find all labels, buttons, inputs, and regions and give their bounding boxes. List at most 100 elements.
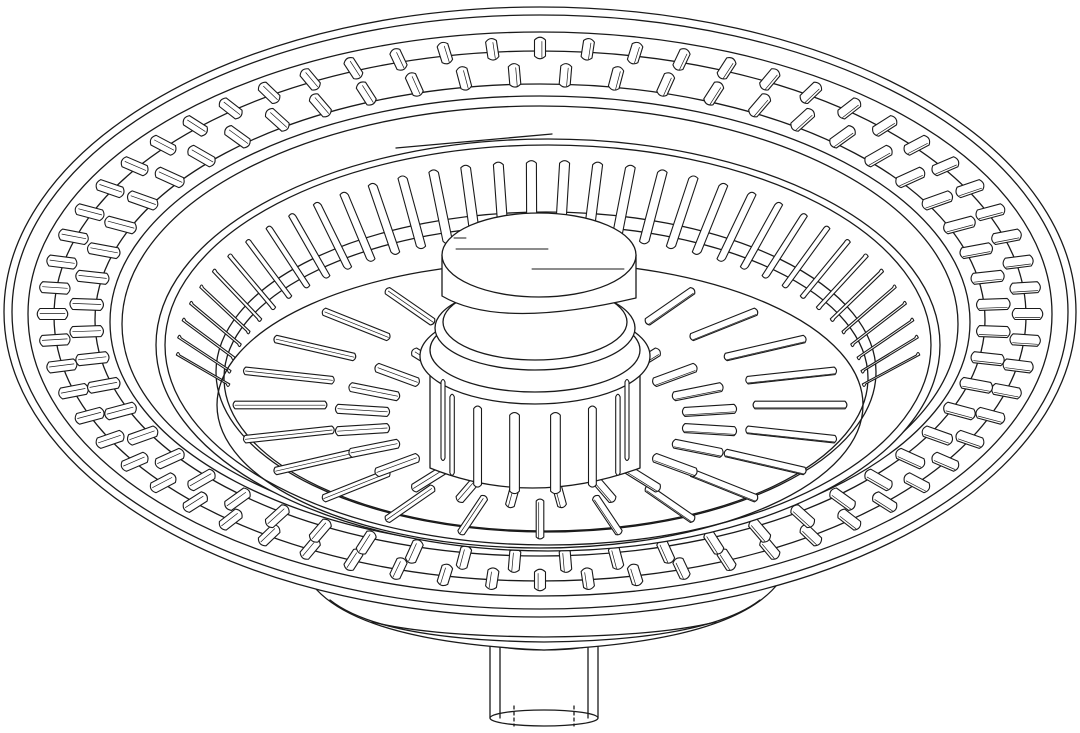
outer-flange-slot xyxy=(837,97,862,120)
outer-flange-slot xyxy=(991,382,1022,400)
basket-wall-slot xyxy=(288,213,331,279)
floor-rib-shade xyxy=(684,430,735,435)
basket-wall-slot xyxy=(829,268,885,322)
outer-flange-slot-shade xyxy=(221,513,238,527)
outer-flange-slot-shade xyxy=(60,388,86,394)
inner-flange-slot-shade xyxy=(90,247,118,254)
outer-flange-slot-shade xyxy=(802,531,817,546)
floor-radial-slot-shade xyxy=(692,314,757,341)
outer-flange-slot-shade xyxy=(842,104,859,118)
inner-flange-slot-shade xyxy=(833,132,854,147)
inner-flange-slot xyxy=(507,548,522,573)
outer-flange-slot-shade xyxy=(839,516,857,530)
floor-radial-slot-shade xyxy=(386,488,433,521)
outer-flange-slot xyxy=(58,228,89,246)
inner-flange-slot-shade xyxy=(130,195,156,205)
floor-rib-shade xyxy=(413,469,445,489)
inner-flange-slot xyxy=(970,269,1005,285)
basket-wall-slot xyxy=(841,284,897,335)
inner-flange-slot-shade xyxy=(463,70,469,89)
inner-flange-slot-shade xyxy=(314,97,329,114)
outer-flange-slot-shade xyxy=(185,495,204,508)
outer-flange-slot xyxy=(149,472,177,494)
center-post-slot xyxy=(587,405,597,488)
inner-flange-slot xyxy=(790,107,816,132)
outer-flange-slot-shade xyxy=(77,412,102,419)
outer-flange-slot xyxy=(74,406,105,425)
inner-flange-slot xyxy=(864,144,893,168)
outer-flange-slot-shade xyxy=(874,499,893,512)
outer-flange-slot xyxy=(46,254,78,270)
inner-flange-slot-shade xyxy=(311,522,327,540)
inner-flange-slot-shade xyxy=(566,67,569,87)
outer-flange-slot xyxy=(955,429,985,449)
inner-flange-slot-shade xyxy=(226,492,247,507)
outer-flange-slot xyxy=(975,406,1006,425)
outer-flange-slot xyxy=(257,81,281,105)
inner-flange-slot-shade xyxy=(946,224,974,233)
outer-flange-slot-shade xyxy=(443,45,450,63)
outer-flange-slot xyxy=(74,203,105,222)
inner-flange-slot xyxy=(455,66,473,91)
inner-flange-slot-shade xyxy=(129,430,155,440)
basket-wall-slot xyxy=(265,225,311,289)
inner-flange-slot-shade xyxy=(267,508,285,524)
outer-flange-slot-shade xyxy=(49,259,75,264)
floor-rib-shade xyxy=(673,446,721,457)
outer-flange-slot xyxy=(436,563,454,587)
inner-flange-slot-shade xyxy=(962,251,991,257)
outer-flange-slot xyxy=(120,451,149,472)
outer-flange-slot-shade xyxy=(349,60,361,77)
floor-rib-shade xyxy=(626,471,658,492)
outer-flange-slot xyxy=(872,115,898,137)
outer-flange-slot-shade xyxy=(977,415,1002,423)
center-post-slots xyxy=(440,378,630,495)
inner-flange-slot xyxy=(455,545,473,570)
inner-flange-slot-shade xyxy=(611,550,617,569)
outer-flange-slot xyxy=(975,203,1006,222)
floor-radial-slot xyxy=(723,334,807,362)
floor-rib-shade xyxy=(376,457,417,473)
center-post-slot xyxy=(550,412,561,495)
inner-flange-slot-shade xyxy=(228,129,249,144)
floor-radial-slot-shade xyxy=(387,290,434,323)
outer-flange-slot xyxy=(903,472,931,494)
inner-flange-slot xyxy=(970,351,1005,367)
inner-flange-slot xyxy=(921,425,954,446)
inner-flange-slot-shade xyxy=(158,171,183,183)
floor-radial-slot-shade xyxy=(275,338,355,358)
inner-flange-slot-shade xyxy=(973,360,1002,364)
floor-rib xyxy=(671,438,724,458)
inner-flange-slot xyxy=(126,425,159,446)
outer-flange-slot xyxy=(36,307,69,321)
inner-flange-slot-shade xyxy=(408,543,417,562)
basket-wall-slot xyxy=(815,253,869,311)
floor-rib-shade xyxy=(654,460,695,476)
inner-flange-slot-shade xyxy=(89,382,118,388)
floor-radial-slot-shade xyxy=(726,341,805,361)
inner-flange-slot-shade xyxy=(72,303,102,305)
outer-flange-slot-shade xyxy=(263,85,278,100)
floor-radial-slot xyxy=(591,494,623,536)
inner-flange-slot-shade xyxy=(663,77,672,96)
outer-flange-slot xyxy=(672,557,691,580)
inner-flange-slot xyxy=(829,487,856,511)
basket-wall-slot xyxy=(367,182,401,255)
outer-flange-slot-shade xyxy=(933,460,956,470)
center-post-slot xyxy=(473,405,483,488)
outer-flange-slot xyxy=(903,134,931,156)
inner-flange-slot-shade xyxy=(962,385,990,392)
basket-wall-slot xyxy=(850,300,907,348)
floor-rib-shade xyxy=(684,411,735,416)
inner-flange-slot-shade xyxy=(107,220,135,229)
outer-flange-slot-shade xyxy=(61,233,87,240)
floor-radial-slot-shade xyxy=(275,452,354,472)
basket-wall-slot xyxy=(739,201,784,270)
outer-flange-slot-shade xyxy=(1012,290,1039,293)
basket-wall-slots xyxy=(175,160,921,388)
outer-flange-slot-shade xyxy=(978,212,1003,219)
floor-rib-shade xyxy=(674,389,722,400)
inner-flange-slot xyxy=(187,144,216,168)
outer-flange-slot-shade xyxy=(1012,342,1038,345)
